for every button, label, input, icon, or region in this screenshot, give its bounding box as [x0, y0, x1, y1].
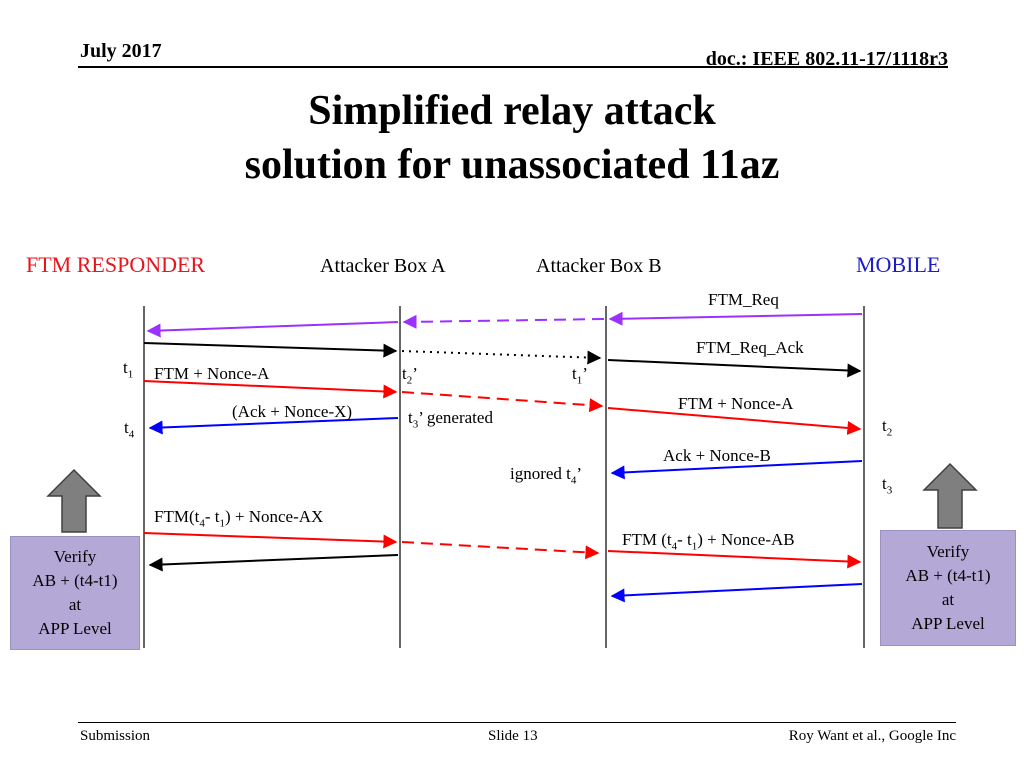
verify-right-line-1: Verify	[926, 542, 970, 561]
arrow-ack-mobile-to-b	[610, 583, 863, 603]
arrow-ftm-t4t1-relay-dashed	[401, 541, 600, 560]
verify-right-line-3: at	[941, 590, 955, 609]
label-t2-right: t2	[882, 416, 893, 439]
verify-right-line-4: APP Level	[911, 614, 985, 633]
label-t1-left: t1	[123, 358, 134, 381]
footer-rule	[78, 722, 956, 723]
label-ftm-nonce-a-right: FTM + Nonce-A	[678, 394, 794, 413]
up-arrow-right-icon	[922, 462, 978, 529]
column-attacker-box-a: Attacker Box A	[320, 255, 446, 277]
arrow-ftm-req-b-to-a	[402, 314, 605, 329]
arrow-ftm-req-ack-relay-dotted	[401, 350, 602, 365]
label-t1-prime: t1’	[572, 364, 588, 387]
header-rule	[78, 66, 948, 68]
arrow-ftm-req-ack-responder-to-a	[143, 342, 398, 358]
verify-box-left: Verify AB + (t4-t1) at APP Level	[10, 536, 140, 650]
column-mobile: MOBILE	[856, 252, 941, 277]
arrow-ftm-req-a-to-responder	[146, 321, 399, 338]
label-ftm-req: FTM_Req	[708, 290, 779, 309]
label-t2-prime: t2’	[402, 364, 418, 387]
label-ftm-t4t1-nonce-ab: FTM (t4- t1) + Nonce-AB	[622, 530, 795, 553]
header-doc-id: doc.: IEEE 802.11-17/1118r3	[705, 48, 948, 70]
arrow-ftm-req-ack-b-to-mobile	[607, 359, 862, 378]
label-ack-nonce-b: Ack + Nonce-B	[663, 446, 771, 465]
header-date: July 2017	[80, 40, 162, 62]
title-line-2: solution for unassociated 11az	[244, 142, 780, 188]
footer-author: Roy Want et al., Google Inc	[788, 728, 956, 744]
footer-slide-number: Slide 13	[488, 728, 538, 744]
label-ack-nonce-x: (Ack + Nonce-X)	[232, 402, 353, 421]
arrow-ftm-req-mobile-to-b	[608, 311, 863, 326]
verify-left-line-3: at	[68, 595, 82, 614]
column-attacker-box-b: Attacker Box B	[536, 255, 662, 277]
label-t4-left: t4	[124, 418, 135, 441]
footer-submission: Submission	[80, 728, 151, 744]
verify-left-line-2: AB + (t4-t1)	[32, 571, 118, 590]
verify-box-right: Verify AB + (t4-t1) at APP Level	[880, 530, 1016, 646]
arrow-ack-nonce-b-mobile-to-b	[610, 460, 863, 480]
label-ignored-t4: ignored t4’	[510, 464, 583, 487]
title-line-1: Simplified relay attack	[308, 88, 716, 134]
label-ftm-t4t1-nonce-ax: FTM(t4- t1) + Nonce-AX	[154, 507, 324, 530]
slide-title: Simplified relay attack solution for una…	[0, 84, 1024, 192]
up-arrow-left-icon	[46, 468, 102, 533]
label-t3-generated: t3’ generated	[408, 408, 493, 431]
arrow-ftm-nonce-a-b-to-mobile	[607, 407, 862, 435]
label-ftm-nonce-a-left: FTM + Nonce-A	[154, 364, 270, 383]
verify-left-line-1: Verify	[53, 547, 97, 566]
column-ftm-responder: FTM RESPONDER	[26, 252, 206, 277]
arrow-ftm-t4t1-responder-to-a	[143, 532, 398, 549]
label-ftm-req-ack: FTM_Req_Ack	[696, 338, 804, 357]
label-t3-right: t3	[882, 474, 893, 497]
verify-right-line-2: AB + (t4-t1)	[905, 566, 991, 585]
arrow-ack-nonce-x-a-to-responder	[148, 417, 399, 435]
verify-left-line-4: APP Level	[38, 619, 112, 638]
arrow-ftm-t4t1-b-to-mobile	[607, 550, 862, 569]
arrow-ack-a-to-responder	[148, 554, 399, 572]
arrow-ftm-nonce-a-relay-dashed	[401, 391, 604, 413]
arrow-ftm-nonce-a-responder-to-a	[143, 380, 398, 399]
